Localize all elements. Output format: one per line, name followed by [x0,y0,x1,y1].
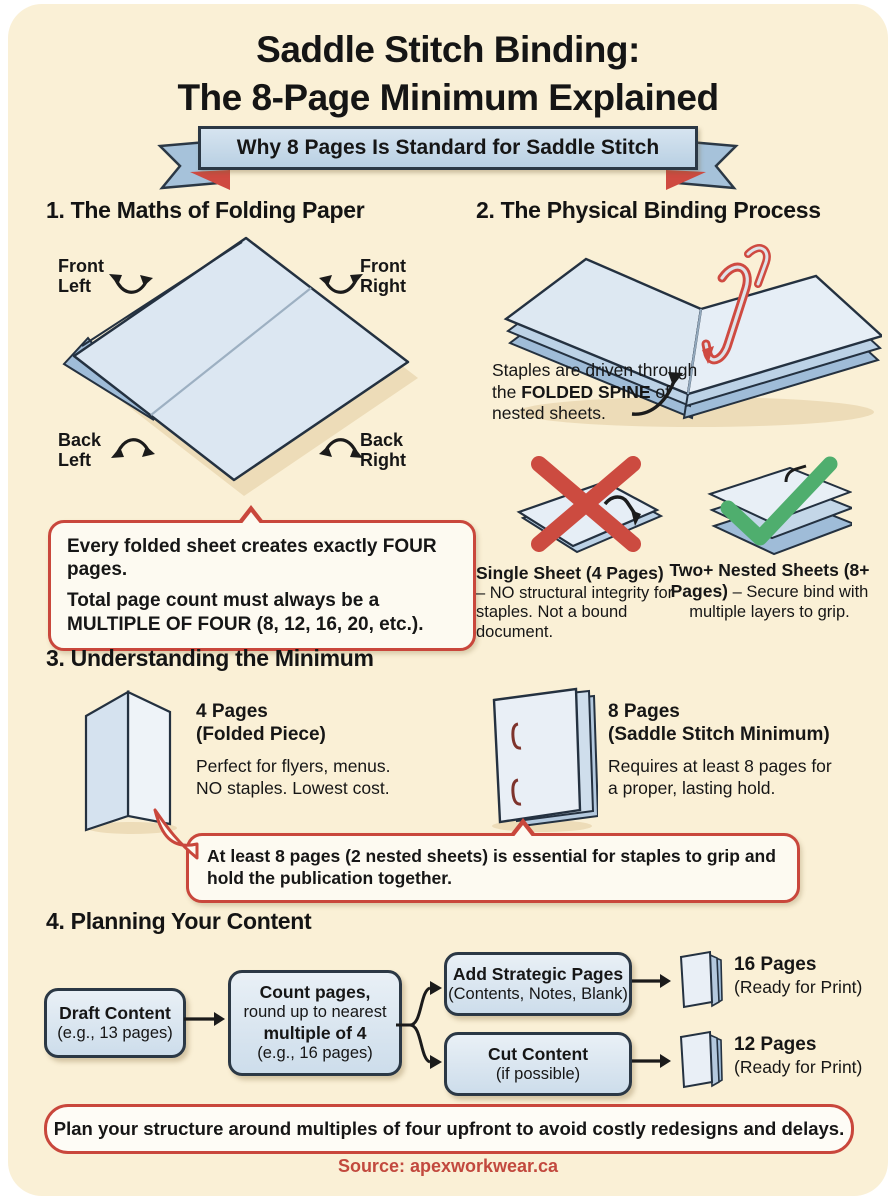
section-1-heading: 1. The Maths of Folding Paper [46,197,365,223]
result-16: 16 Pages (Ready for Print) [734,954,862,998]
add-strategic-pages-sub: (Contents, Notes, Blank) [448,984,628,1003]
pointer-up-icon-fill [512,825,534,839]
four-pages-block: 4 Pages (Folded Piece) Perfect for flyer… [196,700,446,800]
count-pages-box: Count pages, round up to nearest multipl… [228,970,402,1076]
add-strategic-pages-box: Add Strategic Pages (Contents, Notes, Bl… [444,952,632,1016]
eight-pages-title-2: (Saddle Stitch Minimum) [608,724,830,746]
eight-pages-desc-2: a proper, lasting hold. [608,778,776,799]
cut-content-box: Cut Content (if possible) [444,1032,632,1096]
cut-content-sub: (if possible) [495,1064,581,1083]
spine-pointer-arrow-icon [631,372,683,416]
bottom-note: Plan your structure around multiples of … [44,1104,854,1154]
label-back-right: Back Right [360,430,406,471]
folded-spine-emphasis: FOLDED SPINE [521,381,651,402]
callout-minimum-text: At least 8 pages (2 nested sheets) is es… [207,846,776,888]
branch-connector-icon [396,981,442,1069]
cut-content-title: Cut Content [487,1043,589,1064]
result-12-sub: (Ready for Print) [734,1056,863,1077]
booklet-16-icon [679,950,723,1009]
result-12: 12 Pages (Ready for Print) [734,1034,862,1078]
draft-content-title: Draft Content [59,1002,171,1023]
title-line-2: The 8-Page Minimum Explained [177,77,719,119]
callout-four-pages-line-1: Every folded sheet creates exactly FOUR … [67,536,437,581]
count-pages-line-1: Count pages, [259,982,371,1003]
caption-nested-sheets-title: Two+ Nested Sheets (8+ Pages) [669,560,870,601]
section-4-heading: 4. Planning Your Content [46,908,312,934]
trifold-figure [84,690,177,834]
label-front-left: Front Left [58,256,104,297]
flow-arrow-icon [184,1012,225,1026]
draft-content-sub: (e.g., 13 pages) [57,1023,173,1042]
nested-sheets-check-figure [707,456,852,556]
flow-arrow-icon [632,1054,671,1068]
section-3-heading: 3. Understanding the Minimum [46,645,374,671]
callout-four-pages: Every folded sheet creates exactly FOUR … [48,505,476,651]
caption-single-sheet-title: Single Sheet (4 Pages) [476,563,664,583]
caption-single-sheet-desc: – NO structural integrity for staples. N… [476,583,674,642]
booklet-12-icon [679,1030,723,1089]
flow-arrow-icon [632,974,671,988]
four-pages-title-2: (Folded Piece) [196,724,326,746]
banner-label: Why 8 Pages Is Standard for Saddle Stitc… [198,126,698,170]
eight-pages-block: 8 Pages (Saddle Stitch Minimum) Requires… [608,700,888,800]
result-16-sub: (Ready for Print) [734,976,863,997]
label-back-left: Back Left [58,430,102,471]
stapled-booklet-figure [492,687,598,832]
four-pages-title-1: 4 Pages [196,701,268,722]
callout-four-pages-line-2: Total page count must always be a MULTIP… [67,590,424,635]
curve-arrow-icon [319,274,363,294]
four-pages-desc-1: Perfect for flyers, menus. [196,756,391,777]
curve-arrow-icon [319,438,363,458]
count-pages-line-2: round up to nearest [243,1003,387,1022]
callout-minimum: At least 8 pages (2 nested sheets) is es… [153,808,800,903]
draft-content-box: Draft Content (e.g., 13 pages) [44,988,186,1058]
ribbon-banner: Why 8 Pages Is Standard for Saddle Stitc… [157,126,739,190]
add-strategic-pages-title: Add Strategic Pages [452,963,624,984]
folded-sheet-diagram [62,236,418,496]
page-title: Saddle Stitch Binding: The 8-Page Minimu… [0,26,896,122]
curve-arrow-icon [111,438,155,458]
result-16-title: 16 Pages [734,954,817,975]
source-credit: Source: apexworkwear.ca [337,1156,559,1176]
title-line-1: Saddle Stitch Binding: [256,29,640,70]
curve-arrow-icon [109,274,153,294]
four-pages-desc-2: NO staples. Lowest cost. [196,778,390,799]
caption-nested-sheets-desc: – Secure bind with multiple layers to gr… [689,583,869,621]
result-12-title: 12 Pages [734,1034,817,1055]
label-front-right: Front Right [360,256,406,297]
single-sheet-cross-figure [516,456,664,554]
eight-pages-title-1: 8 Pages [608,701,680,722]
staple-note: Staples are driven through the FOLDED SP… [492,360,698,424]
caption-nested-sheets: Two+ Nested Sheets (8+ Pages) – Secure b… [652,560,887,623]
pointer-up-icon-fill [240,512,262,526]
eight-pages-desc-1: Requires at least 8 pages for [608,756,832,777]
section-2-heading: 2. The Physical Binding Process [476,197,821,223]
stapled-booklet-diagram [504,244,882,427]
caption-single-sheet: Single Sheet (4 Pages) – NO structural i… [476,563,676,643]
count-pages-line-3: multiple of 4 [263,1023,367,1043]
bubble-tail-icon [153,808,199,860]
count-pages-line-4: (e.g., 16 pages) [257,1044,373,1062]
